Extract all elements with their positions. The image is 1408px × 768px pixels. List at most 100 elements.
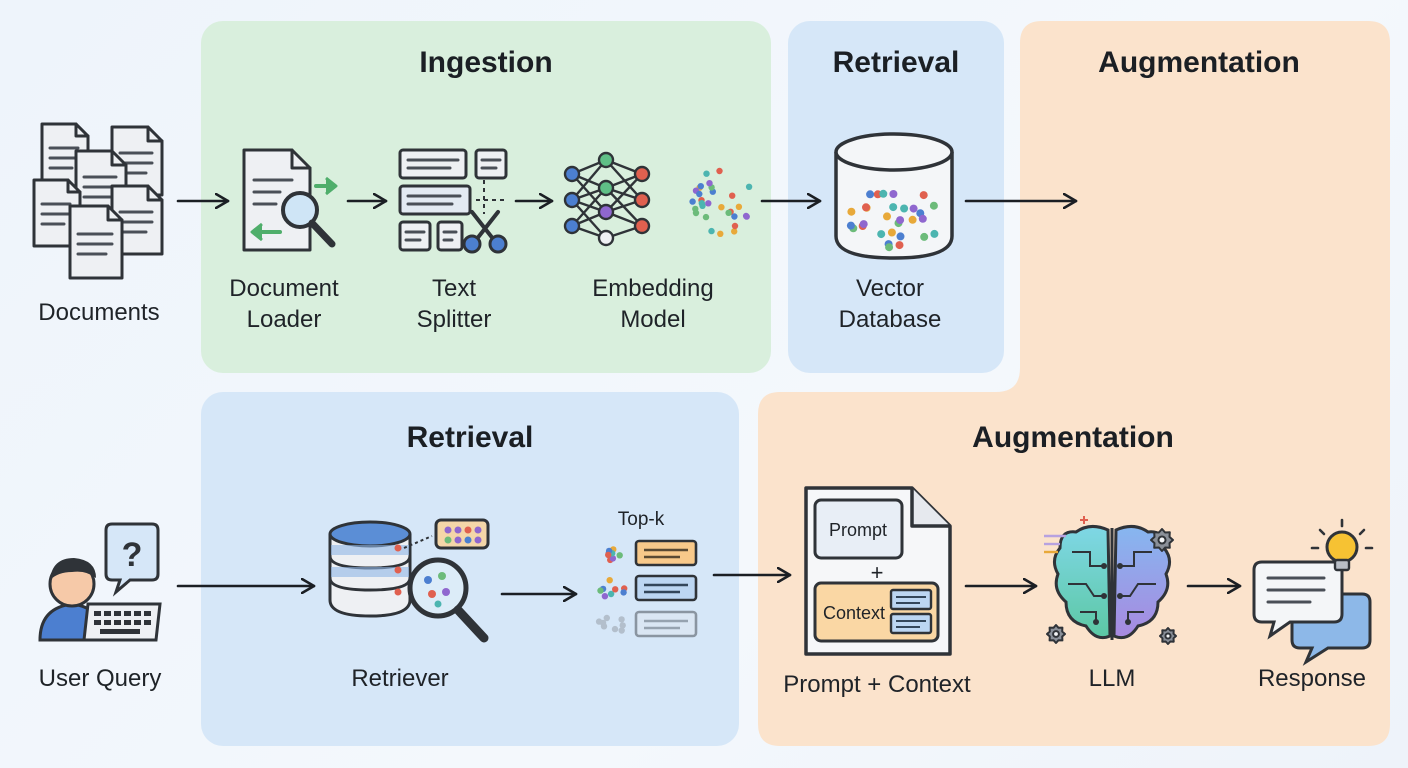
vector-dot	[918, 214, 927, 223]
retrieval-top-title: Retrieval	[833, 46, 960, 79]
vector-dot	[885, 243, 894, 252]
vector-dot	[847, 207, 856, 216]
vector-dot	[887, 228, 896, 237]
llm-label: LLM	[1089, 665, 1136, 692]
svg-text:?: ?	[122, 536, 143, 574]
vector-dot	[600, 623, 608, 630]
vector-dot	[879, 189, 888, 198]
vector-dot	[706, 180, 713, 187]
vector-dot	[731, 228, 738, 235]
documents-label: Documents	[38, 299, 159, 326]
vector-dot	[725, 209, 732, 216]
vector-dot	[612, 586, 619, 593]
retrieval-bottom-panel	[201, 392, 739, 746]
vector-dot	[595, 618, 603, 625]
vector-dot	[717, 230, 724, 237]
vector-database-label-2: Database	[839, 306, 942, 333]
text-splitter-label-1: Text	[432, 275, 476, 302]
vector-dot	[692, 209, 700, 217]
prompt-box-label: Prompt	[829, 520, 887, 540]
documents-icon	[32, 122, 164, 280]
neural-network-icon	[563, 151, 651, 247]
chat-lightbulb-icon	[1252, 518, 1374, 666]
vector-dot	[597, 587, 604, 594]
vector-dot	[877, 230, 886, 239]
document-loader-label-1: Document	[229, 275, 339, 302]
vector-dot	[703, 170, 710, 177]
gear-icon	[1159, 627, 1177, 645]
vector-dot	[909, 204, 918, 213]
vector-dot	[689, 198, 696, 205]
vector-dot	[930, 229, 939, 238]
vector-dot	[702, 213, 710, 221]
vector-dot	[889, 203, 898, 212]
ingestion-title: Ingestion	[419, 46, 552, 79]
vector-dot	[616, 552, 623, 559]
prompt-box	[813, 498, 904, 560]
vector-dot	[908, 215, 917, 224]
vector-dot	[895, 241, 904, 250]
vector-dot	[696, 190, 703, 198]
vector-dot	[731, 213, 738, 220]
gear-icon	[1046, 624, 1066, 644]
user-query-label: User Query	[39, 665, 162, 692]
vector-dot	[697, 183, 704, 190]
vector-dot	[718, 204, 725, 211]
vector-dot	[896, 232, 905, 241]
vector-dot	[846, 221, 855, 230]
vector-dot	[698, 200, 705, 207]
vector-dot	[619, 622, 626, 629]
vector-dot	[862, 203, 870, 212]
vector-dot	[883, 212, 891, 221]
vector-dot	[919, 191, 928, 200]
document-search-icon	[242, 148, 338, 252]
vector-dot	[599, 619, 607, 627]
vector-dot	[729, 192, 736, 199]
vector-dot	[745, 183, 753, 190]
ranked-list-icon	[595, 539, 698, 638]
plus-sign: +	[871, 560, 884, 585]
vector-dot	[896, 216, 905, 225]
augmentation-bottom-title: Augmentation	[972, 421, 1174, 454]
scissors-icon	[398, 148, 508, 254]
vector-dot	[603, 614, 610, 622]
vector-dot	[900, 204, 909, 213]
response-label: Response	[1258, 665, 1366, 692]
embedding-model-label-1: Embedding	[592, 275, 713, 302]
vector-database-label-1: Vector	[856, 275, 924, 302]
prompt-document-icon: Prompt + Context	[804, 486, 952, 656]
vector-dot	[605, 551, 612, 559]
vector-dot	[607, 590, 615, 598]
vector-dot	[611, 625, 619, 633]
vector-dot	[866, 190, 875, 199]
vector-dot	[735, 203, 743, 210]
vector-dot	[606, 577, 613, 584]
vector-dot	[731, 222, 739, 230]
vector-dot	[743, 213, 750, 220]
augmentation-top-title: Augmentation	[1098, 46, 1300, 79]
retriever-label: Retriever	[351, 665, 448, 692]
vector-dot	[705, 200, 712, 207]
vector-dot	[601, 593, 609, 600]
vector-dot	[708, 227, 715, 235]
top-k-label: Top-k	[618, 509, 665, 530]
database-search-icon	[328, 518, 490, 643]
prompt-context-label: Prompt + Context	[783, 671, 971, 698]
vector-dot	[609, 555, 617, 562]
text-splitter-label-2: Splitter	[417, 306, 492, 333]
vector-dot	[618, 627, 625, 634]
vector-dot	[920, 232, 929, 241]
vector-dots-icon	[689, 167, 753, 237]
vector-dot	[929, 201, 938, 210]
vector-dot	[620, 589, 627, 596]
database-icon	[834, 132, 954, 260]
context-box-label: Context	[823, 603, 885, 623]
embedding-model-label-2: Model	[620, 306, 685, 333]
document-loader-label-2: Loader	[247, 306, 322, 333]
vector-dot	[889, 190, 898, 198]
user-question-icon: ?	[38, 522, 162, 642]
ingestion-panel	[201, 21, 771, 373]
gear-icon	[1150, 528, 1174, 552]
vector-dot	[716, 167, 723, 175]
